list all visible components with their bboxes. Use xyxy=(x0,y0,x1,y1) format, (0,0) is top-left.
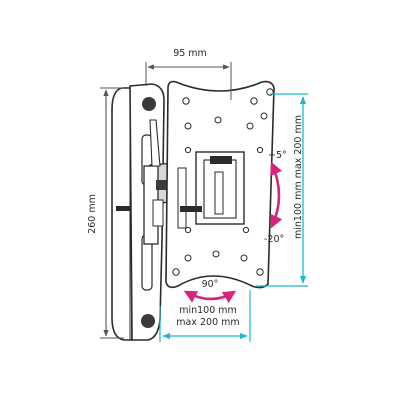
vesa-horizontal-label-max: max 200 mm xyxy=(176,317,239,328)
tilt-arrow-icon xyxy=(270,161,283,229)
dimension-vesa-vertical: min100 mm max 200 mm xyxy=(256,93,308,287)
tilt-indicator: +5° -20° xyxy=(264,150,287,245)
wall-hole-bottom-icon xyxy=(141,314,155,328)
wall-plate-height-label: 260 mm xyxy=(87,194,98,234)
vesa-horizontal-label-min: min100 mm xyxy=(179,305,237,316)
wall-hole-top-icon xyxy=(142,97,156,111)
dimension-arm-length: 95 mm xyxy=(145,48,232,100)
tilt-up-label: +5° xyxy=(268,150,287,161)
arm-length-label: 95 mm xyxy=(173,48,207,59)
swivel-indicator: 90° xyxy=(183,279,237,304)
swivel-arrow-icon xyxy=(183,290,237,304)
vesa-vertical-label: min100 mm max 200 mm xyxy=(293,115,304,239)
swivel-label: 90° xyxy=(202,279,219,290)
dimension-wall-plate-height: 260 mm xyxy=(87,87,124,339)
vesa-plate xyxy=(165,80,275,289)
dimension-vesa-horizontal: min100 mm max 200 mm xyxy=(159,290,251,342)
tilt-down-label: -20° xyxy=(264,234,284,245)
